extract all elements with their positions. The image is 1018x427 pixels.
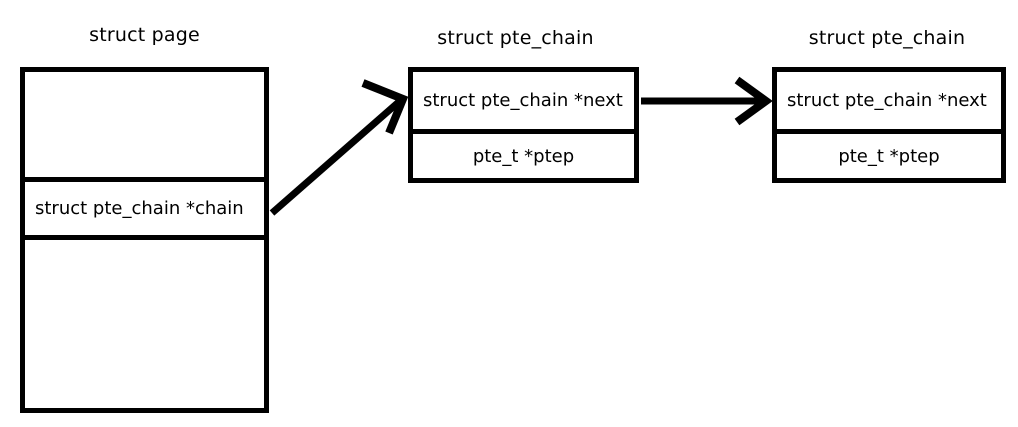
caption-struct-pte-chain-1: struct pte_chain [437, 27, 594, 49]
struct-page-row-empty-bottom [25, 235, 264, 403]
struct-page-row-empty-top [25, 72, 264, 177]
pte-chain-1-row-next: struct pte_chain *next [423, 90, 623, 111]
caption-struct-page: struct page [89, 24, 200, 46]
pte-chain-2-row-ptep: pte_t *ptep [777, 129, 1001, 178]
caption-struct-pte-chain-2: struct pte_chain [808, 27, 966, 49]
struct-page-box: struct pte_chain *chain [20, 67, 269, 413]
pte-chain-box-2: struct pte_chain *next pte_t *ptep [772, 67, 1006, 183]
pte-chain-box-1: struct pte_chain *next pte_t *ptep [408, 67, 639, 183]
pte-chain-1-row-ptep: pte_t *ptep [413, 129, 634, 178]
struct-page-row-chain-field: struct pte_chain *chain [25, 177, 264, 235]
pte-chain-2-row-next: struct pte_chain *next [787, 90, 987, 111]
